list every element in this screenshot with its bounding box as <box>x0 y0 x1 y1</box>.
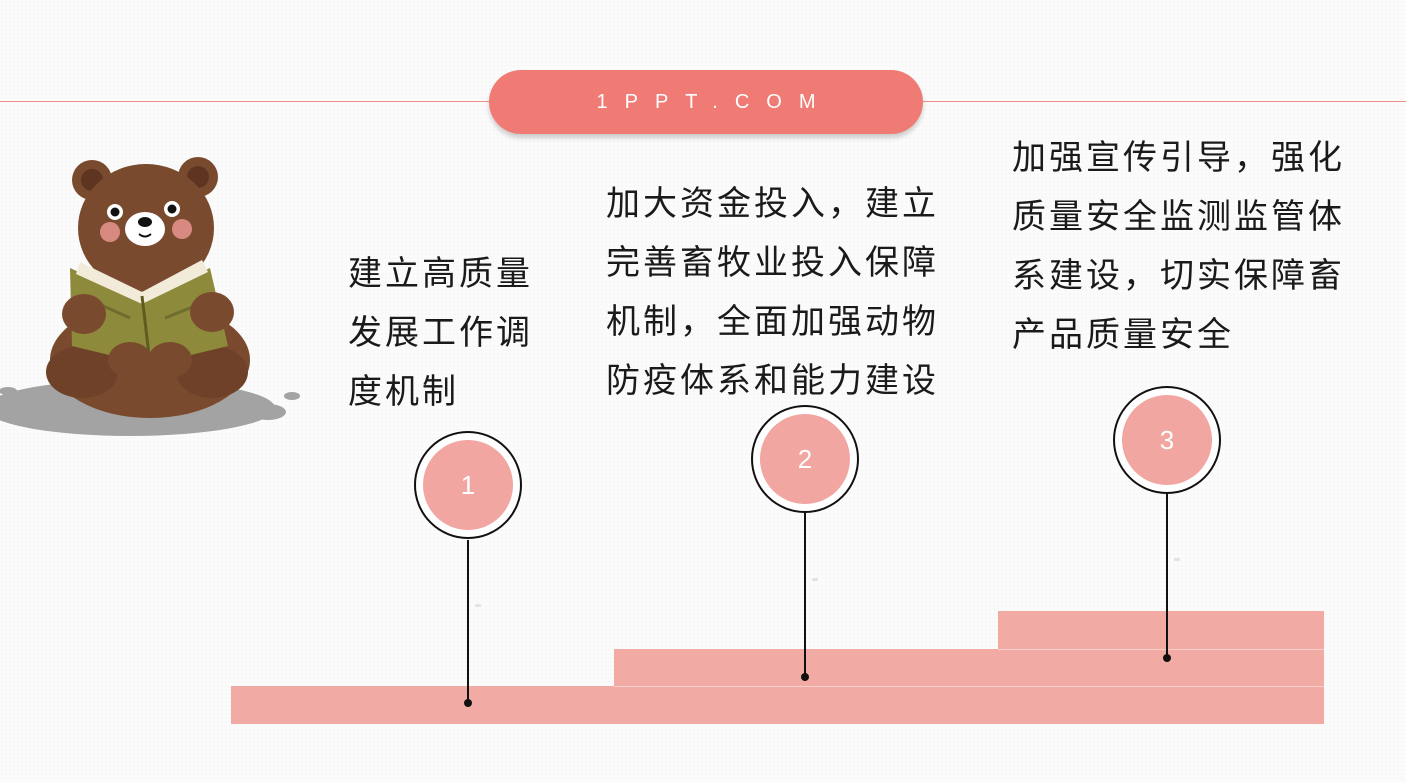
step-number-3: 3 <box>1122 395 1212 485</box>
step-marker-3: 3 <box>1113 386 1221 494</box>
step-marker-2: 2 <box>751 405 859 513</box>
pin-line-3 <box>1166 494 1168 658</box>
step-number-2: 2 <box>760 414 850 504</box>
step-1-line: 建立高质量 <box>348 254 533 294</box>
pin-dot-1 <box>464 699 472 707</box>
pin-line-2 <box>804 513 806 677</box>
step-2-line: 加大资金投入，建立 <box>606 184 939 224</box>
step-1-text: 建立高质量 发展工作调 度机制 <box>348 245 533 422</box>
step-3-line: 加强宣传引导，强化 <box>1012 138 1345 178</box>
step-bar-2 <box>614 649 1324 687</box>
step-2-line: 机制，全面加强动物 <box>606 302 939 342</box>
brand-banner: 1PPT.COM <box>489 70 923 134</box>
decor-dot <box>475 604 481 607</box>
step-3-line: 系建设，切实保障畜 <box>1012 256 1345 296</box>
pin-dot-2 <box>801 673 809 681</box>
step-1-line: 度机制 <box>348 372 459 412</box>
step-bar-1 <box>231 686 1324 724</box>
decor-dot <box>812 578 818 581</box>
pin-dot-3 <box>1163 654 1171 662</box>
step-3-line: 产品质量安全 <box>1012 315 1234 355</box>
brand-text: 1PPT.COM <box>596 90 833 113</box>
step-2-text: 加大资金投入，建立 完善畜牧业投入保障 机制，全面加强动物 防疫体系和能力建设 <box>606 175 939 411</box>
step-2-line: 防疫体系和能力建设 <box>606 361 939 401</box>
step-1-line: 发展工作调 <box>348 313 533 353</box>
step-number-1: 1 <box>423 440 513 530</box>
decor-dot <box>1174 558 1180 561</box>
step-marker-1: 1 <box>414 431 522 539</box>
pin-line-1 <box>467 540 469 703</box>
bear-reading-icon <box>0 157 300 436</box>
step-3-line: 质量安全监测监管体 <box>1012 197 1345 237</box>
step-bar-3 <box>998 611 1324 650</box>
step-3-text: 加强宣传引导，强化 质量安全监测监管体 系建设，切实保障畜 产品质量安全 <box>1012 129 1345 365</box>
step-2-line: 完善畜牧业投入保障 <box>606 243 939 283</box>
